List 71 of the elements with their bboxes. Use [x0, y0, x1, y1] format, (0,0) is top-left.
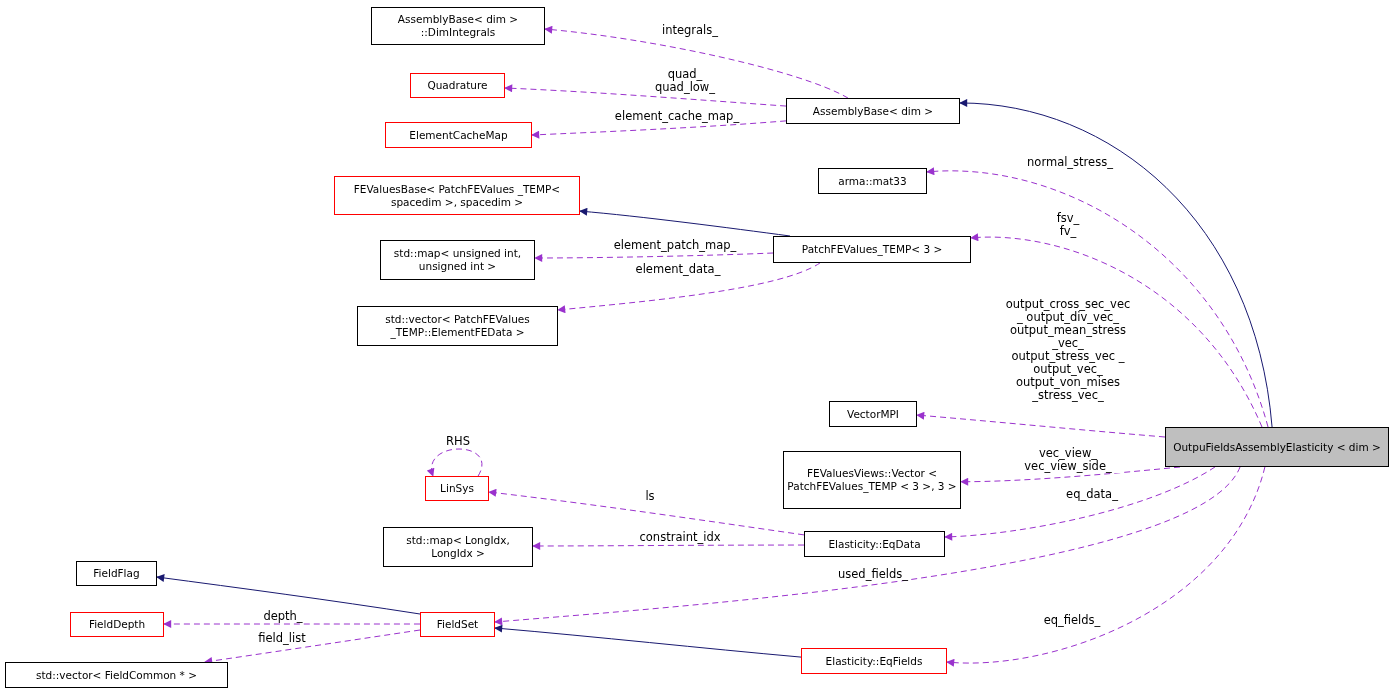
class-box: [5, 662, 228, 688]
class-box: [425, 476, 489, 501]
class-name: Quadrature: [427, 79, 488, 92]
arrow: [427, 448, 483, 477]
class-name: arma::mat33: [838, 174, 907, 188]
arrow: [946, 466, 1266, 667]
arrow: [959, 99, 1273, 428]
class-name: FEValuesViews::Vector < PatchFEValues_TEMP < 3 >, 3 >: [786, 467, 958, 493]
class-name: Elasticity::EqFields: [825, 654, 923, 668]
arrow: [532, 542, 805, 550]
class-box: [380, 240, 535, 280]
class-name: VectorMPI: [847, 407, 899, 421]
class-box: [357, 306, 558, 346]
class-name: FieldSet: [436, 618, 479, 631]
arrow: [156, 574, 421, 615]
class-name: std::vector< FieldCommon * >: [36, 668, 197, 682]
arrow: [163, 620, 421, 628]
edge-label: depth_: [262, 609, 304, 623]
class-box: [70, 612, 164, 637]
class-box: [371, 7, 545, 45]
edge-label: element_data_: [634, 262, 722, 276]
class-name: FieldDepth: [88, 618, 146, 631]
edge-label: normal_stress_: [1026, 155, 1114, 169]
arrow: [916, 411, 1166, 438]
edge-label: RHS: [445, 434, 471, 448]
edge-label: element_cache_map_: [613, 109, 741, 123]
arrow: [494, 466, 1241, 626]
edge-label: field_list: [257, 631, 307, 645]
class-box: [1165, 427, 1389, 467]
arrow: [534, 252, 774, 262]
class-name: PatchFEValues_TEMP< 3 >: [801, 243, 943, 256]
edge-label: eq_data_: [1065, 487, 1119, 501]
class-box: [804, 531, 945, 557]
class-name: std::map< unsigned int, unsigned int >: [392, 247, 523, 273]
arrow: [557, 262, 821, 314]
class-box: [786, 98, 960, 124]
edge-label: integrals_: [660, 23, 720, 37]
class-name: std::vector< PatchFEValues _TEMP::ElementFEData >: [384, 313, 531, 339]
arrow: [926, 167, 1269, 428]
class-box: [410, 73, 505, 98]
arrow: [488, 488, 805, 536]
class-box: [773, 236, 971, 263]
class-name: LinSys: [440, 482, 474, 495]
class-name: Elasticity::EqData: [828, 537, 921, 551]
class-box: [783, 451, 961, 509]
edge-label: used_fields_: [837, 567, 909, 581]
edge-label: element_patch_map_: [612, 238, 738, 252]
class-box: [383, 527, 533, 567]
class-box: [818, 168, 927, 194]
class-name: ElementCacheMap: [409, 128, 508, 142]
arrow: [944, 466, 1216, 541]
class-name: OutpuFieldsAssemblyElasticity < dim >: [1173, 440, 1381, 454]
arrow: [544, 25, 849, 99]
class-name: FEValuesBase< PatchFEValues _TEMP< spacedim >, spacedim >: [352, 182, 562, 209]
arrow: [504, 84, 787, 107]
class-box: [334, 176, 580, 215]
class-name: std::map< LongIdx, LongIdx >: [405, 534, 511, 560]
class-box: [385, 122, 532, 148]
class-name: FieldFlag: [93, 567, 140, 580]
edge-label: eq_fields_: [1042, 613, 1102, 627]
class-name: AssemblyBase< dim > ::DimIntegrals: [396, 13, 520, 39]
arrow: [970, 233, 1263, 428]
edge-label: constraint_idx: [638, 530, 722, 544]
class-box: [829, 401, 917, 427]
class-box: [420, 612, 495, 637]
class-box: [76, 561, 157, 586]
class-name: AssemblyBase< dim >: [812, 104, 934, 118]
class-box: [801, 648, 947, 674]
arrow: [494, 624, 802, 658]
arrow: [531, 120, 787, 139]
edge-label: ls: [644, 489, 656, 503]
